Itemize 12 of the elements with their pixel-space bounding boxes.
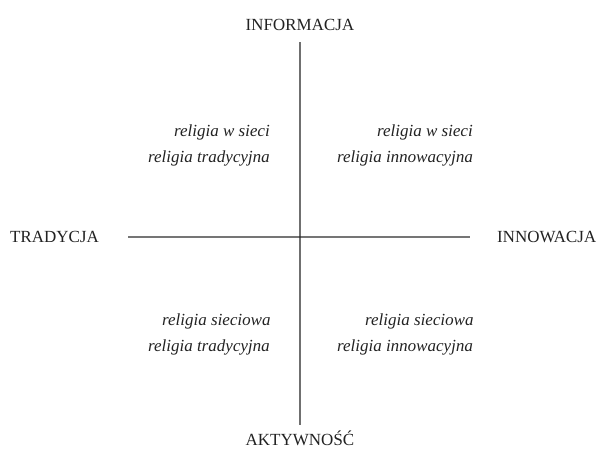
quadrant-label: religia tradycyjna xyxy=(148,147,270,167)
quadrant-label: religia w sieci xyxy=(377,121,473,141)
quadrant-label: religia sieciowa xyxy=(162,310,270,330)
quadrant-label: religia sieciowa xyxy=(365,310,474,330)
quadrant-label: religia innowacyjna xyxy=(337,336,473,356)
axis-label: TRADYCJA xyxy=(10,227,99,247)
quadrant-label: religia innowacyjna xyxy=(337,147,473,167)
quadrant-label: religia tradycyjna xyxy=(148,336,270,356)
axis-label: INFORMACJA xyxy=(246,15,354,35)
axis-label: INNOWACJA xyxy=(497,227,596,247)
quadrant-label: religia w sieci xyxy=(174,121,270,141)
axis-label: AKTYWNOŚĆ xyxy=(246,430,354,450)
